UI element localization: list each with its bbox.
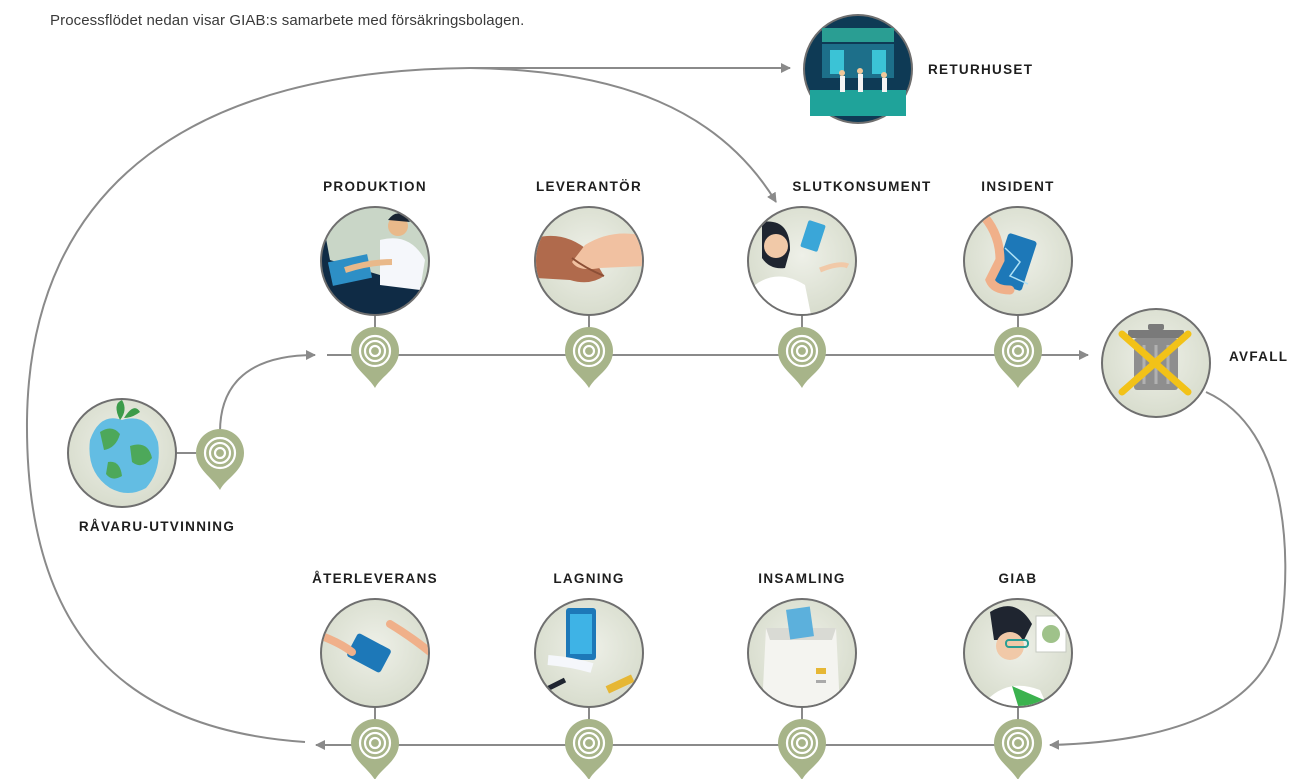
node-insamling xyxy=(747,598,857,708)
label-produktion: PRODUKTION xyxy=(323,179,427,194)
label-slutkonsument: SLUTKONSUMENT xyxy=(792,179,931,194)
label-aterleverans: ÅTERLEVERANS xyxy=(312,571,438,586)
marker-ravaru xyxy=(194,427,246,492)
node-leverantor xyxy=(534,206,644,316)
node-insident xyxy=(963,206,1073,316)
marker-leverantor xyxy=(563,325,615,390)
node-produktion xyxy=(320,206,430,316)
node-returhuset xyxy=(803,14,913,124)
marker-slutkonsument xyxy=(776,325,828,390)
marker-insident xyxy=(992,325,1044,390)
node-aterleverans xyxy=(320,598,430,708)
label-insident: INSIDENT xyxy=(981,179,1054,194)
return-loop-arrow xyxy=(25,63,791,743)
node-giab xyxy=(963,598,1073,708)
returhuset-to-slutkonsument-arrow xyxy=(469,67,777,203)
label-avfall: AVFALL xyxy=(1229,349,1288,364)
marker-giab xyxy=(992,717,1044,779)
marker-aterleverans xyxy=(349,717,401,779)
label-leverantor: LEVERANTÖR xyxy=(536,179,642,194)
node-slutkonsument xyxy=(747,206,857,316)
label-lagning: LAGNING xyxy=(553,571,624,586)
label-ravaru: RÅVARU-UTVINNING xyxy=(79,519,235,534)
intro-text: Processflödet nedan visar GIAB:s samarbe… xyxy=(50,12,525,29)
marker-lagning xyxy=(563,717,615,779)
node-lagning xyxy=(534,598,644,708)
avfall-to-giab-arrow xyxy=(1049,391,1287,750)
marker-produktion xyxy=(349,325,401,390)
node-avfall xyxy=(1101,308,1211,418)
marker-insamling xyxy=(776,717,828,779)
label-giab: GIAB xyxy=(999,571,1038,586)
label-returhuset: RETURHUSET xyxy=(928,62,1033,77)
node-ravaru xyxy=(67,398,177,508)
label-insamling: INSAMLING xyxy=(758,571,845,586)
raw-to-production-arrow xyxy=(219,350,316,433)
